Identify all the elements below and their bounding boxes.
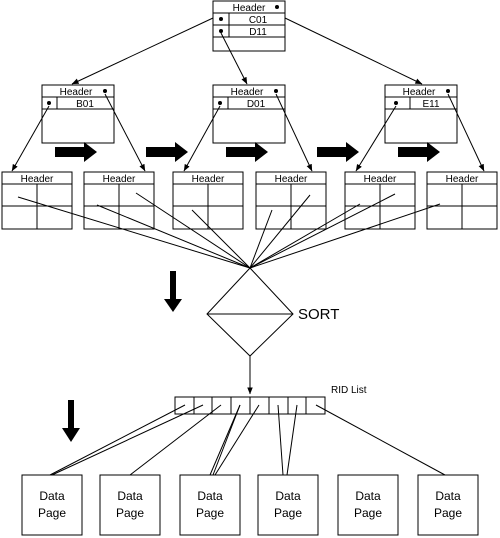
leaf-page: Header xyxy=(83,171,155,230)
rid-fan-line xyxy=(249,209,273,269)
root-node-header: Header xyxy=(233,3,266,14)
data-page: Data Page xyxy=(337,474,399,536)
nonleaf-node-key: D01 xyxy=(247,99,266,110)
rid-fan-line xyxy=(17,196,251,269)
rid-fan-line xyxy=(135,192,251,269)
bullet-dot-icon xyxy=(103,89,107,93)
data-page: Data Page xyxy=(179,474,241,536)
nonleaf-pointer xyxy=(104,93,146,172)
data-page: Data Page xyxy=(99,474,161,536)
rid-fan-line xyxy=(191,209,251,269)
rid-fan-line xyxy=(249,203,441,269)
nonleaf-node-b01: Header B01 xyxy=(41,84,115,144)
nonleaf-node-header: Header xyxy=(403,87,436,98)
bullet-dot-icon xyxy=(218,101,222,105)
root-pointer-d01 xyxy=(220,32,248,85)
rid-list xyxy=(174,396,326,415)
nonleaf-pointer xyxy=(355,105,397,172)
leaf-page-header: Header xyxy=(446,174,479,185)
down-arrow-icon xyxy=(164,271,182,312)
root-node: Header C01 D11 xyxy=(212,0,286,52)
data-page-label-line1: Data xyxy=(435,489,461,503)
leaf-page-header: Header xyxy=(364,174,397,185)
leaf-page: Header xyxy=(1,171,73,230)
right-arrow-icon xyxy=(317,142,359,162)
bullet-dot-icon xyxy=(274,89,278,93)
data-page-label-line2: Page xyxy=(274,506,302,520)
bullet-dot-icon xyxy=(275,5,279,9)
bullet-dot-icon xyxy=(394,101,398,105)
data-page-label-line1: Data xyxy=(197,489,223,503)
bullet-dot-icon xyxy=(446,89,450,93)
leaf-page: Header xyxy=(172,171,244,230)
rid-pointer xyxy=(286,404,298,476)
data-page-label-line2: Page xyxy=(434,506,462,520)
nonleaf-node-e11: Header E11 xyxy=(384,84,458,144)
rid-fan-line xyxy=(249,193,396,269)
data-page-label-line2: Page xyxy=(38,506,66,520)
rid-pointer xyxy=(212,404,241,476)
rid-list-label: RID List xyxy=(331,385,367,396)
right-arrow-icon xyxy=(146,142,188,162)
rid-fan-line xyxy=(249,203,361,269)
right-arrow-icon xyxy=(55,142,97,162)
data-page-label-line1: Data xyxy=(275,489,301,503)
rid-fan-line xyxy=(96,204,251,269)
leaf-page-header: Header xyxy=(192,174,225,185)
nonleaf-node-key: B01 xyxy=(76,99,94,110)
nonleaf-pointer xyxy=(11,105,50,172)
rid-pointer xyxy=(277,404,284,476)
nonleaf-pointer xyxy=(275,93,313,172)
data-page: Data Page xyxy=(417,474,479,536)
nonleaf-node-key: E11 xyxy=(422,99,439,110)
leaf-page-header: Header xyxy=(275,174,308,185)
root-pointer-e11 xyxy=(284,17,423,85)
data-page: Data Page xyxy=(21,474,83,536)
leaf-page-header: Header xyxy=(21,174,54,185)
rid-pointer xyxy=(49,404,186,476)
root-node-key-1: C01 xyxy=(249,15,268,26)
right-arrow-icon xyxy=(226,142,268,162)
sort-diamond xyxy=(206,267,294,357)
leaf-page: Header xyxy=(255,171,327,230)
data-page-label-line2: Page xyxy=(116,506,144,520)
rid-fan-line xyxy=(249,194,311,269)
rid-pointer xyxy=(129,404,222,476)
down-arrow-icon xyxy=(62,400,80,442)
rid-pointer xyxy=(315,404,446,476)
nonleaf-node-header: Header xyxy=(60,87,93,98)
data-page-label-line1: Data xyxy=(117,489,143,503)
nonleaf-pointer xyxy=(447,93,485,172)
rid-pointer xyxy=(214,404,260,476)
data-page-label-line1: Data xyxy=(355,489,381,503)
sort-label: SORT xyxy=(298,306,339,323)
root-node-key-2: D11 xyxy=(249,27,267,38)
data-page-label-line1: Data xyxy=(39,489,65,503)
data-page: Data Page xyxy=(257,474,319,536)
bullet-dot-icon xyxy=(47,101,51,105)
nonleaf-pointer xyxy=(183,105,221,172)
right-arrow-icon xyxy=(398,142,440,162)
data-page-label-line2: Page xyxy=(196,506,224,520)
root-pointer-b01 xyxy=(71,17,214,85)
bullet-dot-icon xyxy=(219,29,223,33)
bullet-dot-icon xyxy=(219,17,223,21)
leaf-page: Header xyxy=(344,171,416,230)
rid-pointer xyxy=(51,404,204,476)
data-page-label-line2: Page xyxy=(354,506,382,520)
leaf-page: Header xyxy=(426,171,498,230)
nonleaf-node-header: Header xyxy=(231,87,264,98)
nonleaf-node-d01: Header D01 xyxy=(212,84,286,144)
leaf-page-header: Header xyxy=(103,174,136,185)
